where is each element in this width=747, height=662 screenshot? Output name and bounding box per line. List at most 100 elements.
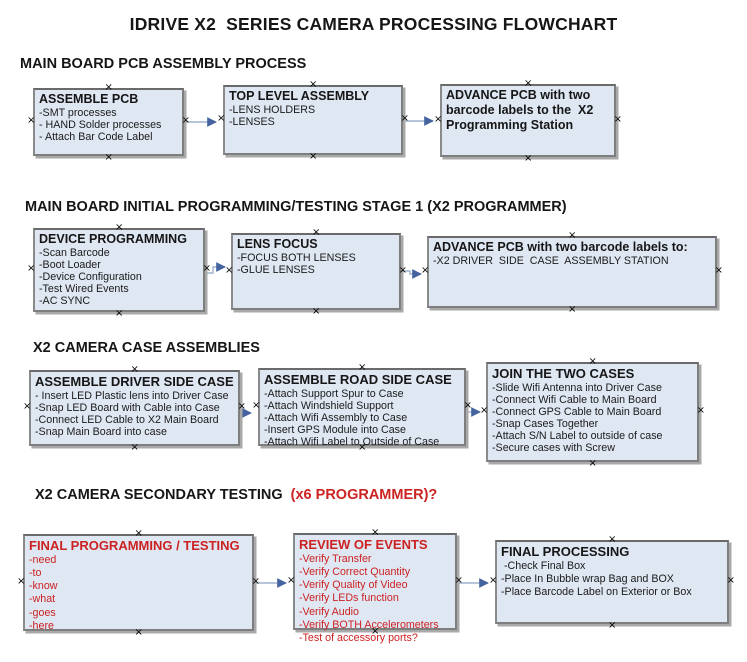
box-item: -Slide Wifi Antenna into Driver Case bbox=[492, 381, 662, 394]
anchor-x-icon: × bbox=[309, 151, 318, 162]
anchor-x-icon: × bbox=[588, 356, 597, 367]
box-title: FINAL PROGRAMMING / TESTING bbox=[29, 538, 240, 553]
section-heading-text: MAIN BOARD PCB ASSEMBLY PROCESS bbox=[20, 56, 307, 72]
box-item: -Attach Wifi Label to Outside of Case bbox=[264, 435, 440, 448]
anchor-x-icon: × bbox=[251, 575, 260, 587]
box-title: REVIEW OF EVENTS bbox=[299, 537, 428, 552]
anchor-x-icon: × bbox=[27, 115, 36, 126]
flow-box-assemble-driver-side-case: ASSEMBLE DRIVER SIDE CASE - Insert LED P… bbox=[23, 365, 246, 453]
box-items: -X2 DRIVER SIDE CASE ASSEMBLY STATION bbox=[433, 255, 711, 267]
anchor-x-icon: × bbox=[454, 574, 463, 586]
anchor-x-icon: × bbox=[252, 400, 261, 411]
section-heading-red-suffix: (x6 PROGRAMMER)? bbox=[286, 487, 438, 503]
box-item: -to bbox=[29, 566, 42, 579]
box-title: ASSEMBLE DRIVER SIDE CASE bbox=[35, 374, 234, 389]
anchor-x-icon: × bbox=[371, 527, 380, 538]
anchor-x-icon: × bbox=[287, 574, 296, 586]
box-items: -Slide Wifi Antenna into Driver Case-Con… bbox=[492, 382, 693, 455]
anchor-x-icon: × bbox=[463, 400, 472, 411]
anchor-x-icon: × bbox=[104, 152, 113, 163]
anchor-x-icon: × bbox=[312, 227, 321, 238]
box-item: -Attach Wifi Assembly to Case bbox=[264, 411, 408, 424]
box-title: DEVICE PROGRAMMING bbox=[39, 232, 187, 246]
section-heading-text: X2 CAMERA SECONDARY TESTING bbox=[35, 487, 287, 503]
box-title: ADVANCE PCB with two barcode labels to: bbox=[433, 240, 688, 254]
anchor-x-icon: × bbox=[524, 153, 533, 164]
flow-box-lens-focus: LENS FOCUS -FOCUS BOTH LENSES-GLUE LENSE… bbox=[225, 228, 407, 317]
anchor-x-icon: × bbox=[608, 620, 617, 631]
anchor-x-icon: × bbox=[434, 113, 443, 125]
section-heading-text: MAIN BOARD INITIAL PROGRAMMING/TESTING S… bbox=[25, 199, 567, 215]
anchor-x-icon: × bbox=[568, 304, 577, 315]
anchor-x-icon: × bbox=[421, 265, 430, 276]
box-item: -Verify Quality of Video bbox=[299, 579, 408, 592]
box-items: -LENS HOLDERS-LENSES bbox=[229, 104, 397, 128]
anchor-x-icon: × bbox=[23, 401, 32, 412]
box-item: -Connect GPS Cable to Main Board bbox=[492, 405, 662, 418]
box-item: - Attach Bar Code Label bbox=[39, 131, 153, 144]
box-items: -Verify Transfer-Verify Correct Quantity… bbox=[299, 553, 451, 646]
flow-box-assemble-pcb: ASSEMBLE PCB -SMT processes- HAND Solder… bbox=[27, 83, 190, 163]
box-item: -here bbox=[29, 619, 54, 632]
box-item: -AC SYNC bbox=[39, 295, 91, 308]
box-item: -Place In Bubble wrap Bag and BOX bbox=[501, 572, 674, 585]
anchor-x-icon: × bbox=[714, 265, 723, 276]
flow-box-assemble-road-side-case: ASSEMBLE ROAD SIDE CASE -Attach Support … bbox=[252, 363, 472, 453]
box-item: -Insert GPS Module into Case bbox=[264, 423, 406, 436]
anchor-x-icon: × bbox=[608, 534, 617, 545]
section-heading-pcb-assembly: MAIN BOARD PCB ASSEMBLY PROCESS bbox=[20, 56, 306, 72]
box-item: -Verify BOTH Accelerometers bbox=[299, 618, 439, 631]
box-item: -Snap Cases Together bbox=[492, 417, 599, 430]
box-item: -Verify Correct Quantity bbox=[299, 565, 411, 578]
box-title: ASSEMBLE ROAD SIDE CASE bbox=[264, 372, 452, 387]
flow-box-review-of-events: REVIEW OF EVENTS -Verify Transfer-Verify… bbox=[287, 528, 463, 645]
arrow-row2-b bbox=[402, 269, 422, 279]
box-item: -SMT processes bbox=[39, 107, 117, 119]
box-title: JOIN THE TWO CASES bbox=[492, 366, 635, 381]
anchor-x-icon: × bbox=[309, 79, 318, 90]
box-item: -Verify Transfer bbox=[299, 552, 372, 565]
anchor-x-icon: × bbox=[217, 113, 226, 124]
box-item: -Connect Wifi Cable to Main Board bbox=[492, 393, 657, 406]
box-item: -LENSES bbox=[229, 116, 275, 129]
box-item: -X2 DRIVER SIDE CASE ASSEMBLY STATION bbox=[433, 255, 669, 267]
anchor-x-icon: × bbox=[115, 222, 124, 233]
box-item: -Check Final Box bbox=[501, 559, 586, 572]
box-item: -Snap LED Board with Cable into Case bbox=[35, 401, 220, 414]
box-item: -Verify Audio bbox=[299, 605, 360, 618]
flow-box-advance-pcb-programming-station: ADVANCE PCB with two barcode labels to t… bbox=[434, 79, 622, 164]
box-item: -Scan Barcode bbox=[39, 247, 110, 259]
box-item: -know bbox=[29, 580, 58, 593]
box-items: -FOCUS BOTH LENSES-GLUE LENSES bbox=[237, 252, 395, 276]
section-heading-secondary-testing: X2 CAMERA SECONDARY TESTING (x6 PROGRAMM… bbox=[35, 487, 437, 503]
box-item: -Attach Support Spur to Case bbox=[264, 387, 404, 400]
box-title: ADVANCE PCB with two barcode labels to t… bbox=[446, 88, 597, 132]
anchor-x-icon: × bbox=[130, 364, 139, 375]
anchor-x-icon: × bbox=[115, 308, 124, 319]
anchor-x-icon: × bbox=[181, 115, 190, 126]
anchor-x-icon: × bbox=[237, 401, 246, 412]
anchor-x-icon: × bbox=[400, 113, 409, 124]
box-items: -Scan Barcode-Boot Loader-Device Configu… bbox=[39, 247, 199, 307]
box-title: TOP LEVEL ASSEMBLY bbox=[229, 89, 370, 103]
anchor-x-icon: × bbox=[202, 263, 211, 274]
section-heading-text: X2 CAMERA CASE ASSEMBLIES bbox=[33, 340, 260, 356]
box-items: -need-to-know-what-goes-here bbox=[29, 554, 248, 634]
anchor-x-icon: × bbox=[312, 306, 321, 317]
box-item: -GLUE LENSES bbox=[237, 264, 315, 277]
box-item: -Secure cases with Screw bbox=[492, 442, 615, 455]
flow-box-top-level-assembly: TOP LEVEL ASSEMBLY -LENS HOLDERS-LENSES … bbox=[217, 80, 409, 162]
box-item: -Test of accessory ports? bbox=[299, 632, 418, 645]
section-heading-case-assemblies: X2 CAMERA CASE ASSEMBLIES bbox=[33, 340, 260, 356]
box-title: ASSEMBLE PCB bbox=[39, 92, 139, 106]
anchor-x-icon: × bbox=[726, 575, 735, 586]
box-title: LENS FOCUS bbox=[237, 237, 318, 251]
anchor-x-icon: × bbox=[588, 458, 597, 469]
anchor-x-icon: × bbox=[480, 405, 489, 416]
box-item: - HAND Solder processes bbox=[39, 119, 162, 132]
anchor-x-icon: × bbox=[27, 263, 36, 274]
anchor-x-icon: × bbox=[568, 230, 577, 241]
anchor-x-icon: × bbox=[398, 264, 407, 276]
anchor-x-icon: × bbox=[489, 575, 498, 586]
anchor-x-icon: × bbox=[134, 528, 143, 539]
